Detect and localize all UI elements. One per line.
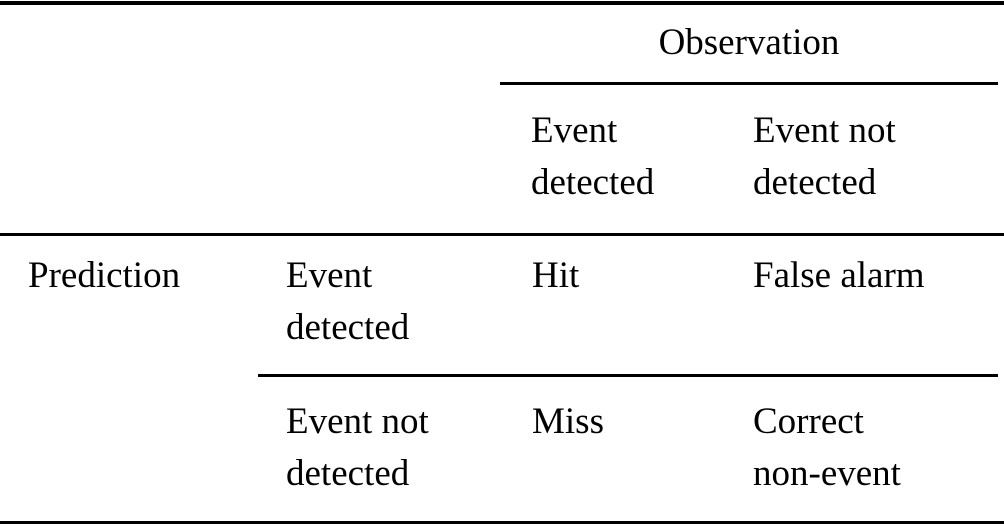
row-header-event-detected: Event detected <box>286 255 410 348</box>
row-separator-rule <box>258 374 998 377</box>
column-header-event-detected: Event detected <box>531 110 655 203</box>
header-bottom-rule <box>0 233 1004 236</box>
row-header-event-not-detected: Event not detected <box>286 401 429 494</box>
table-top-rule <box>0 1 1004 5</box>
row-stub-prediction: Prediction <box>28 255 181 296</box>
column-group-header-observation: Observation <box>658 22 840 63</box>
observation-group-rule <box>500 82 998 85</box>
cell-miss: Miss <box>532 401 604 442</box>
table-bottom-rule <box>0 521 1004 524</box>
cell-false-alarm: False alarm <box>753 255 925 296</box>
cell-correct-non-event: Correct non-event <box>753 401 901 494</box>
cell-hit: Hit <box>532 255 580 296</box>
column-header-event-not-detected: Event not detected <box>753 110 896 203</box>
